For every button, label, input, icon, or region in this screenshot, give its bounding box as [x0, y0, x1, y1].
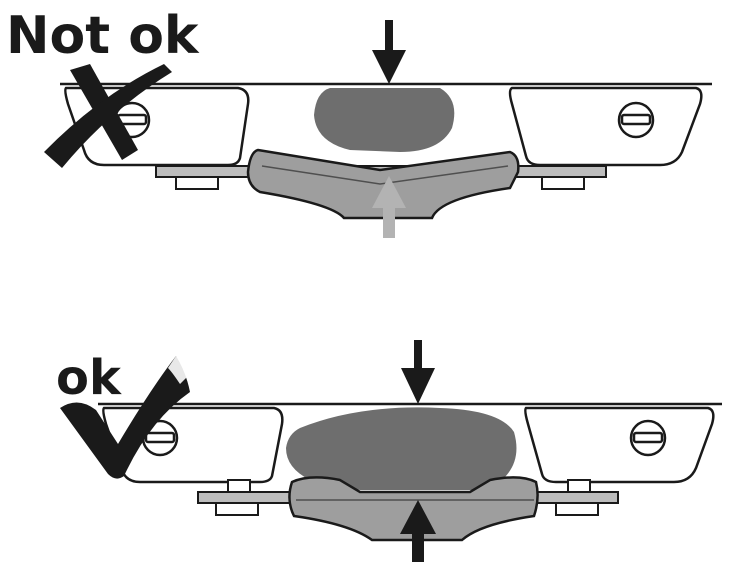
- arrow-up-icon-bottom: [400, 500, 436, 562]
- x-mark-icon: [44, 64, 172, 168]
- rail-nub-right-bottom: [555, 502, 599, 516]
- arrow-up-icon-top-gray: [372, 176, 406, 238]
- right-foot-housing-top: [508, 86, 703, 167]
- check-mark-icon: [60, 356, 190, 479]
- arrow-down-icon-top: [372, 20, 406, 84]
- load-crossbar-bottom: [286, 407, 517, 490]
- rail-nub-left-top: [175, 176, 219, 190]
- rail-nub-left-bottom: [215, 502, 259, 516]
- load-crossbar-top: [314, 88, 455, 152]
- right-foot-housing-bottom: [524, 406, 715, 484]
- ok-label: ok: [56, 350, 122, 406]
- panel-not-ok: Not ok: [6, 6, 712, 238]
- arrow-down-icon-bottom: [401, 340, 435, 404]
- panel-ok: ok: [56, 340, 722, 562]
- rail-nub-right-top: [541, 176, 585, 190]
- not-ok-label: Not ok: [6, 6, 200, 66]
